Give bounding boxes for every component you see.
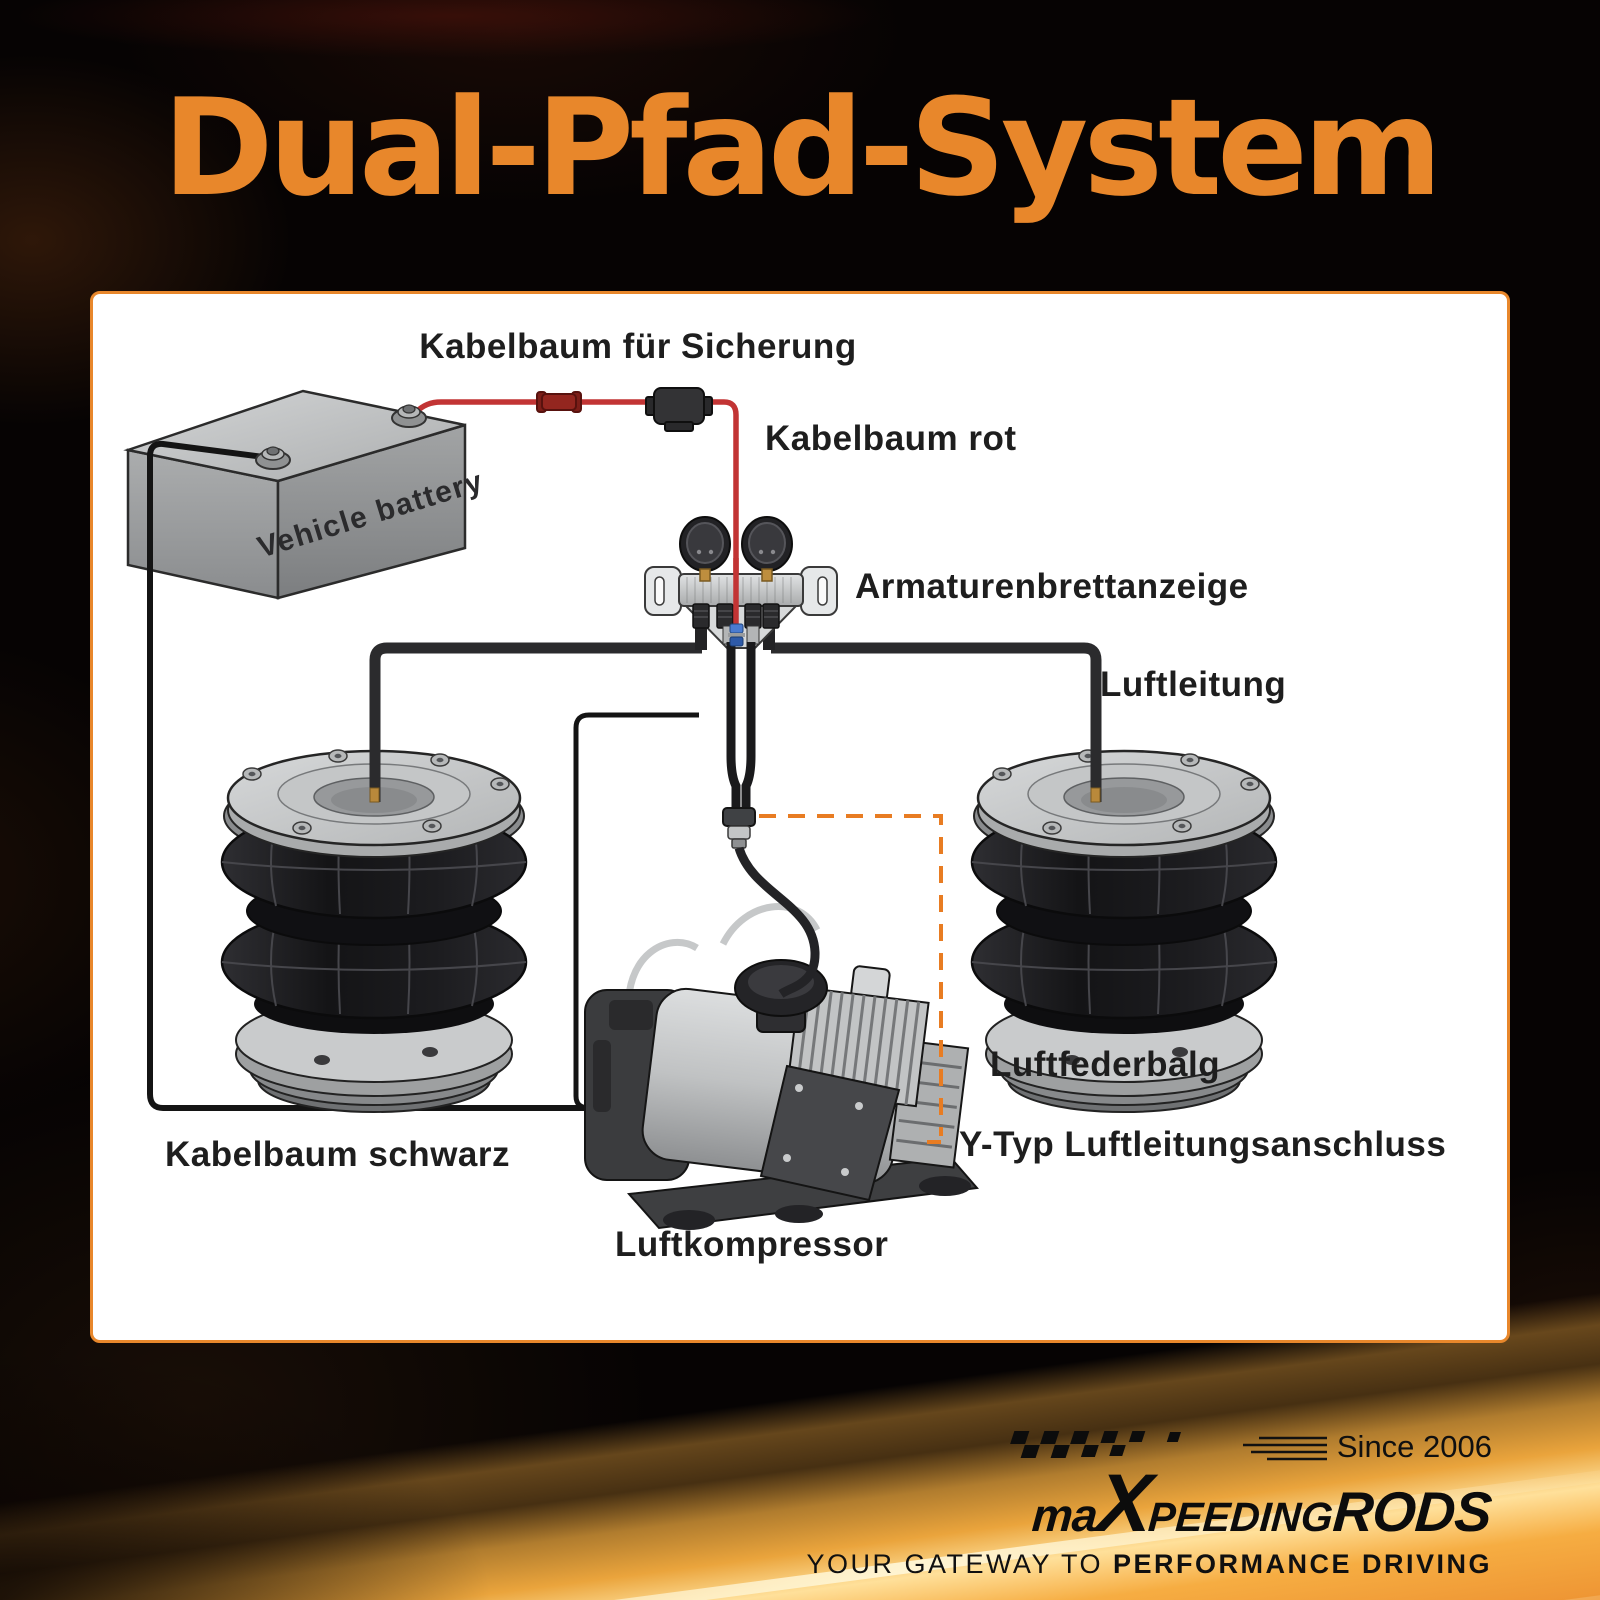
label-black-harness: Kabelbaum schwarz (165, 1135, 510, 1174)
air-spring-left (220, 748, 528, 1114)
label-air-line: Luftleitung (1100, 665, 1286, 704)
blue-fitting (728, 623, 745, 647)
label-red-harness: Kabelbaum rot (765, 419, 1017, 458)
compressor-hose (734, 846, 820, 998)
wordmark-rods: RODS (1331, 1480, 1494, 1544)
label-y-connector: Y-Typ Luftleitungsanschluss (959, 1125, 1446, 1164)
checkered-flag-icon (1010, 1431, 1181, 1459)
system-diagram: Vehicle battery (123, 327, 1446, 1264)
vehicle-battery: Vehicle battery (123, 389, 487, 600)
air-fitting-tip (1090, 787, 1101, 803)
air-fitting-tip (369, 787, 380, 803)
pressure-gauge-right (741, 516, 793, 582)
diagram-panel: Vehicle battery (90, 291, 1510, 1343)
brand-tagline: YOUR GATEWAY TO PERFORMANCE DRIVING (806, 1549, 1492, 1580)
tagline-prefix: YOUR GATEWAY TO (806, 1549, 1113, 1579)
wordmark-ma: ma (1030, 1489, 1099, 1542)
label-fuse-harness: Kabelbaum für Sicherung (419, 327, 856, 366)
air-compressor (584, 903, 979, 1230)
dashboard-gauge-assembly (644, 516, 838, 849)
tagline-bold: PERFORMANCE DRIVING (1112, 1549, 1492, 1579)
air-lines (369, 642, 1102, 802)
battery-terminals (255, 404, 427, 470)
dashed-leader (759, 814, 951, 1144)
label-dashboard-gauge: Armaturenbrettanzeige (855, 567, 1249, 606)
front-handle (719, 903, 821, 946)
label-compressor: Luftkompressor (615, 1225, 888, 1264)
black-harness-wires (147, 440, 699, 1111)
page-title: Dual-Pfad-System (162, 70, 1442, 226)
fuse-holder (645, 387, 713, 432)
since-text: Since 2006 (1336, 1429, 1492, 1465)
y-type-connector (722, 807, 756, 849)
wordmark-x: X (1094, 1458, 1153, 1550)
inline-connector (536, 391, 582, 413)
label-air-spring: Luftfederbalg (990, 1045, 1220, 1084)
red-harness-wire (413, 387, 739, 626)
diagram-labels: Kabelbaum für Sicherung Kabelbaum rot Ar… (165, 327, 1446, 1264)
wordmark-peeding: PEEDING (1147, 1494, 1335, 1541)
speed-lines-icon (1242, 1436, 1327, 1461)
pressure-gauge-left (679, 516, 731, 582)
manifold-ports (692, 603, 780, 629)
